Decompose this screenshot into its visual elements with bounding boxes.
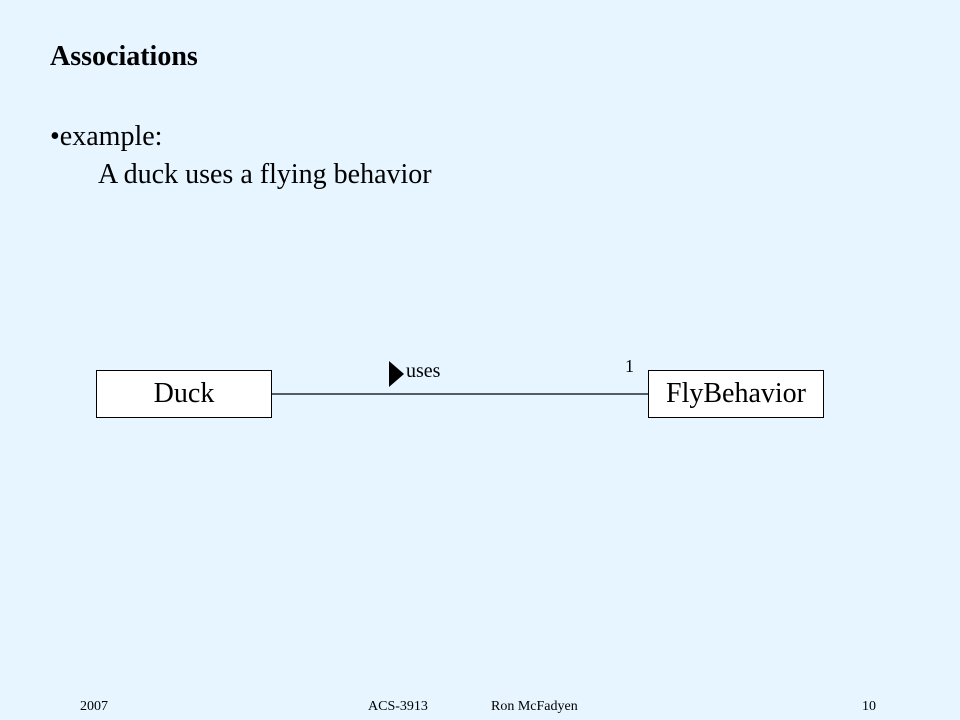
multiplicity-label: 1 xyxy=(625,356,634,376)
footer-page-number: 10 xyxy=(862,699,876,714)
class-box-flybehavior: FlyBehavior xyxy=(648,370,824,418)
footer-author: Ron McFadyen xyxy=(491,699,578,714)
example-subtext: A duck uses a flying behavior xyxy=(98,159,432,190)
slide-title: Associations xyxy=(50,41,198,72)
class-name-duck: Duck xyxy=(153,378,215,409)
association-label: uses xyxy=(406,360,441,382)
class-box-duck: Duck xyxy=(96,370,272,418)
bullet-example: •example: xyxy=(50,121,163,152)
footer-course: ACS-3913 xyxy=(368,699,428,714)
direction-triangle-icon xyxy=(389,361,404,387)
class-name-flybehavior: FlyBehavior xyxy=(666,378,806,409)
footer-year: 2007 xyxy=(80,699,108,714)
